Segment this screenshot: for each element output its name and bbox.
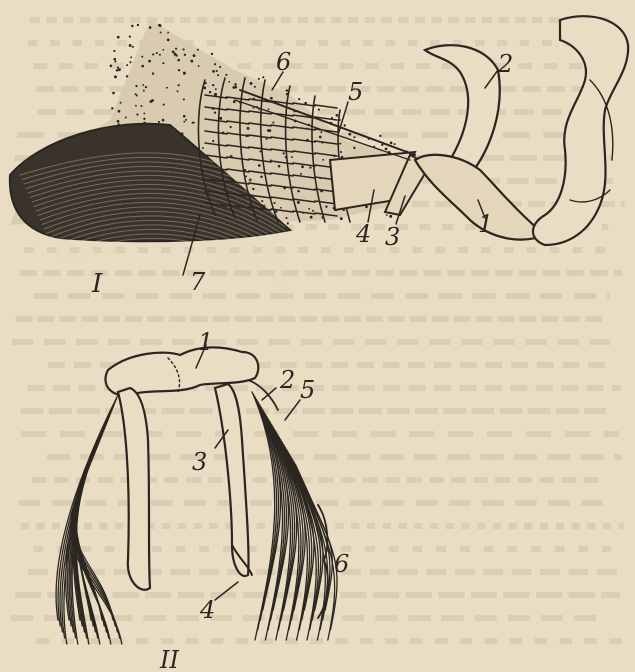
fig2-label-4: 4 [199, 596, 215, 624]
fig1-label-4: 4 [355, 220, 371, 248]
fig1-label-1: 1 [478, 210, 493, 238]
fig1-label-2: 2 [497, 50, 513, 78]
fig2-roman-label: II [159, 646, 179, 672]
fig2-label-2: 2 [279, 366, 295, 394]
fig2-label-3: 3 [192, 448, 207, 476]
fig1-humerus [533, 16, 628, 245]
fig2-left-bone [118, 388, 150, 590]
fig2-label-6: 6 [334, 550, 349, 578]
fig1-label-7: 7 [190, 268, 206, 296]
fig2-label-1: 1 [198, 328, 213, 356]
fig1-label-6: 6 [276, 48, 291, 76]
fig2-label-5: 5 [300, 376, 315, 404]
fig1-label-3: 3 [385, 223, 400, 251]
fig1-label-5: 5 [348, 78, 363, 106]
fig1-roman-label: I [91, 269, 103, 299]
fig2-bone-2 [248, 380, 278, 410]
